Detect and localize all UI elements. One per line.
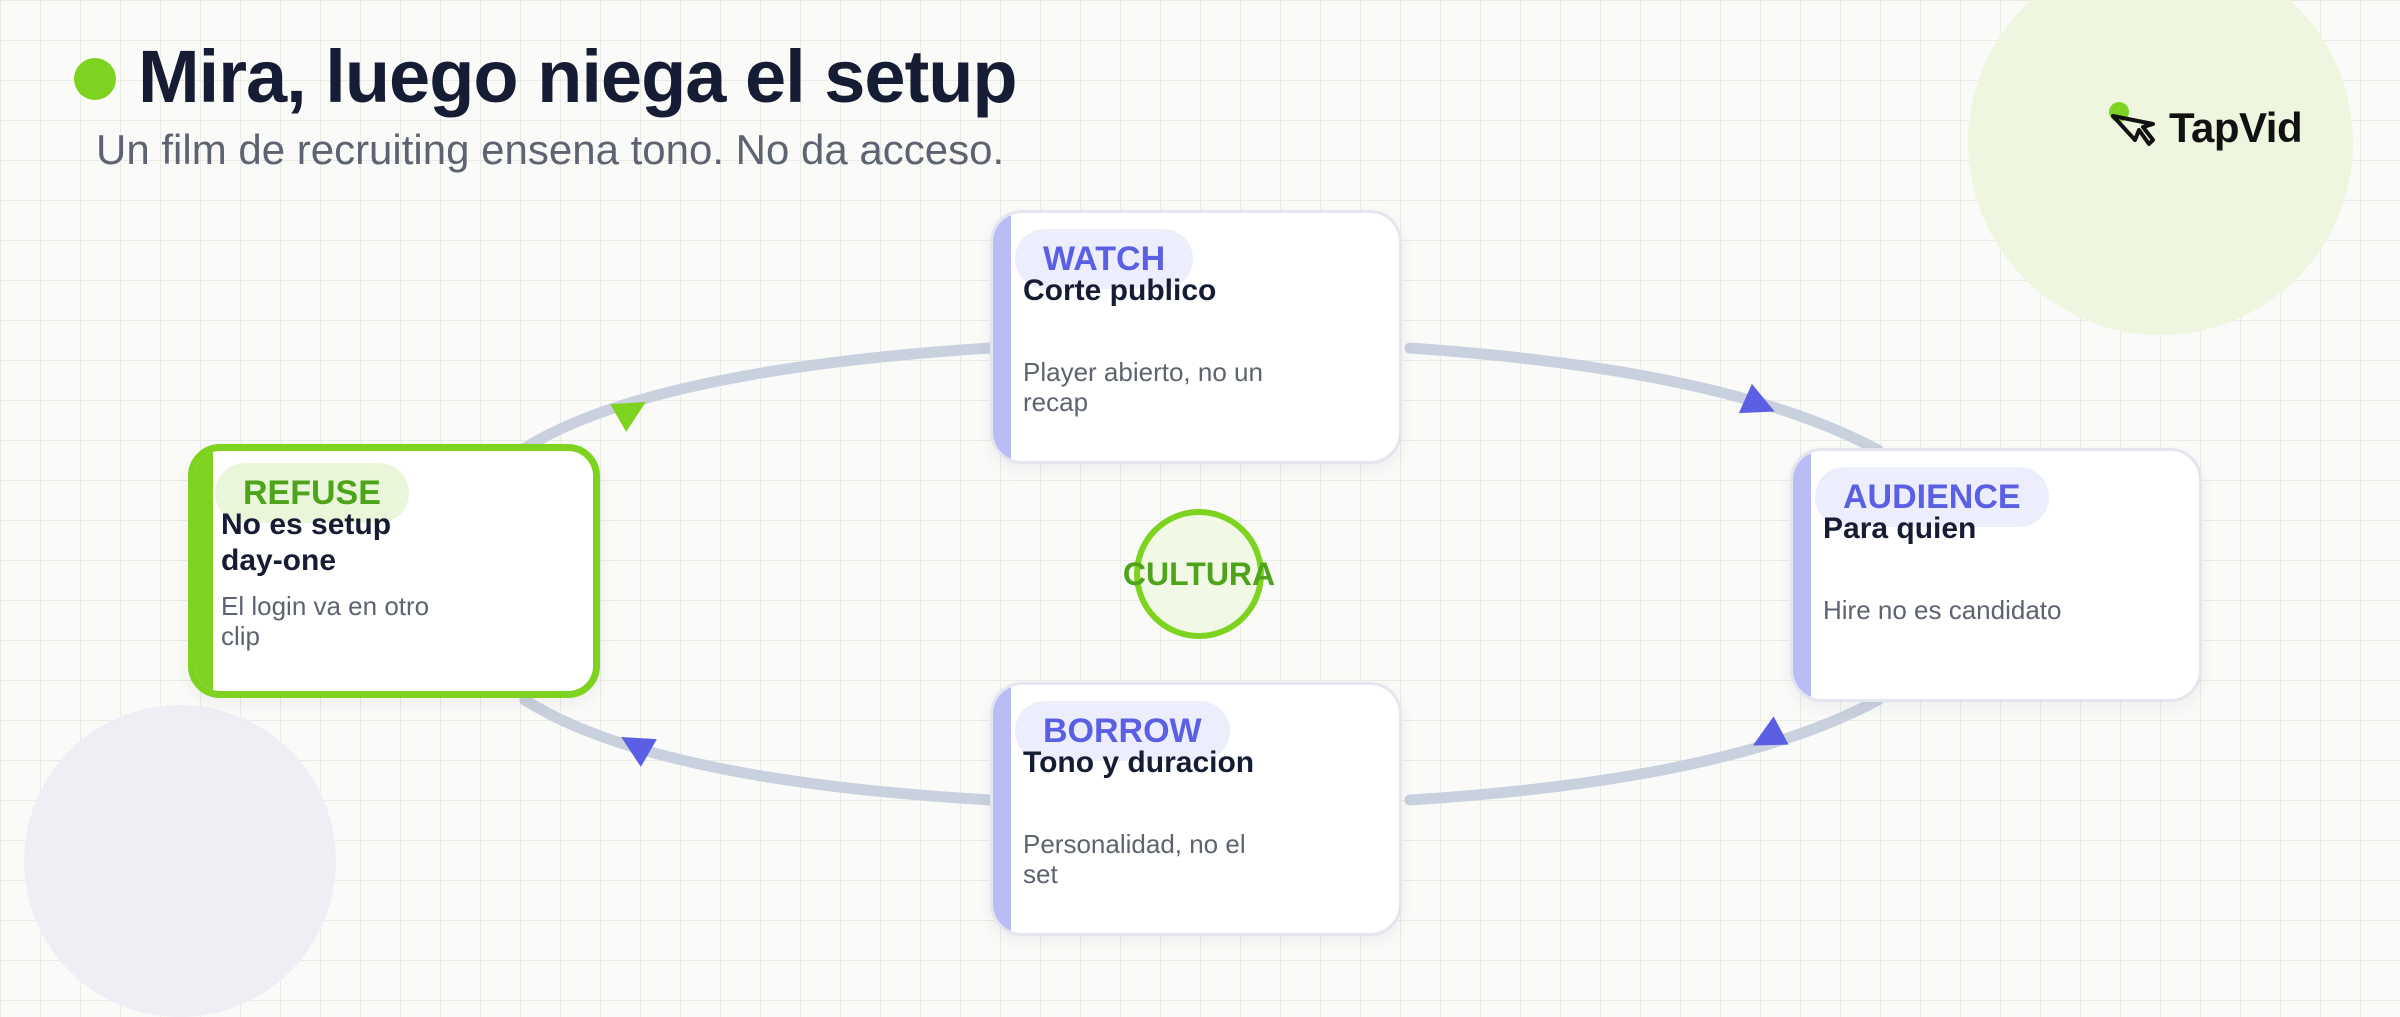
page-title: Mira, luego niega el setup bbox=[138, 35, 1018, 118]
pointing-hand-icon bbox=[2109, 102, 2155, 146]
node-watch-tag: WATCH bbox=[1015, 229, 1194, 289]
edge-refuse-to-watch bbox=[519, 342, 996, 454]
arrow-audience-to-borrow bbox=[1752, 716, 1789, 746]
node-refuse-heading: No es setup day-one bbox=[221, 508, 392, 577]
node-audience-tag: AUDIENCE bbox=[1815, 467, 2049, 527]
arrow-refuse-to-watch bbox=[610, 402, 646, 432]
node-watch: WATCH Corte publico Player abierto, no u… bbox=[990, 210, 1402, 464]
decorative-circle-top-right bbox=[1968, 0, 2353, 335]
node-borrow: BORROW Tono y duracion Personalidad, no … bbox=[990, 682, 1402, 936]
node-borrow-tag: BORROW bbox=[1015, 701, 1230, 761]
node-refuse-tag: REFUSE bbox=[215, 463, 409, 523]
arrow-watch-to-audience bbox=[1738, 383, 1775, 414]
node-audience-description: Hire no es candidato bbox=[1823, 595, 2062, 625]
edge-borrow-to-refuse bbox=[519, 694, 996, 806]
page-subtitle: Un film de recruiting ensena tono. No da… bbox=[96, 126, 1005, 173]
node-refuse-description: El login va en otro clip bbox=[221, 591, 430, 651]
node-watch-heading: Corte publico bbox=[1023, 274, 1217, 307]
arrow-borrow-to-refuse bbox=[621, 737, 657, 767]
title-bullet bbox=[74, 58, 116, 100]
hub-label: CULTURA bbox=[1122, 555, 1276, 592]
node-audience: AUDIENCE Para quien Hire no es candidato bbox=[1790, 448, 2202, 702]
node-audience-heading: Para quien bbox=[1823, 512, 1977, 545]
edge-watch-to-audience bbox=[1404, 342, 1884, 456]
node-borrow-description: Personalidad, no el set bbox=[1023, 829, 1246, 889]
edge-audience-to-borrow bbox=[1404, 694, 1884, 806]
hub-circle: CULTURA bbox=[1123, 509, 1275, 639]
node-refuse: REFUSE No es setup day-one El login va e… bbox=[188, 444, 600, 698]
node-borrow-heading: Tono y duracion bbox=[1023, 746, 1255, 779]
node-watch-description: Player abierto, no un recap bbox=[1023, 357, 1263, 417]
brand-logo: TapVid bbox=[2105, 100, 2303, 156]
cycle-diagram-edges bbox=[519, 342, 1884, 806]
brand-name: TapVid bbox=[2169, 104, 2303, 151]
